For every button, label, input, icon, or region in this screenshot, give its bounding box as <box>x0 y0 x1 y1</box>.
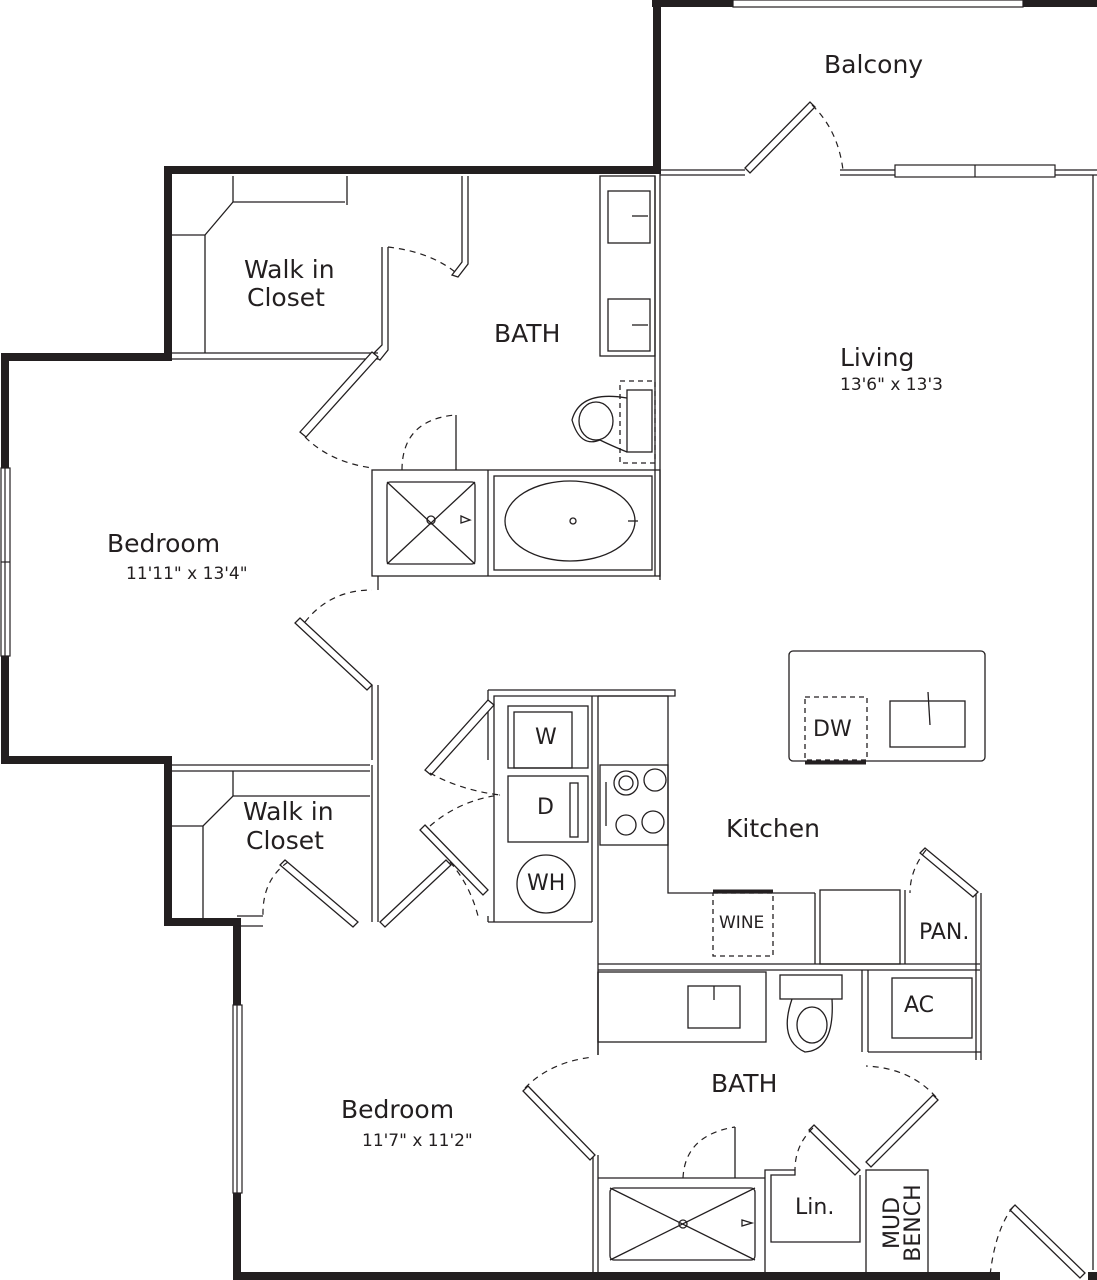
room-label-balcony: Balcony <box>824 50 924 79</box>
doors <box>279 101 1086 1279</box>
washer-label: W <box>535 725 557 750</box>
fixtures <box>386 190 986 1261</box>
kitchen-island <box>788 650 986 762</box>
bench-label: BENCH <box>901 1184 926 1262</box>
dishwasher-label: DW <box>813 717 852 742</box>
shower-icon <box>386 481 476 565</box>
sink-icon <box>607 190 651 244</box>
sink-icon <box>889 700 966 748</box>
room-dims-bedroom-1: 11'11" x 13'4" <box>126 564 248 584</box>
shower-icon <box>609 1187 756 1261</box>
room-label-bedroom-1: Bedroom <box>107 529 221 558</box>
room-label-living: Living <box>840 343 915 372</box>
pantry-label: PAN. <box>919 920 970 945</box>
dryer-label: D <box>537 795 554 820</box>
door-swings <box>262 104 1014 1277</box>
room-label-bedroom-2: Bedroom <box>341 1095 455 1124</box>
room-label-closet-1-line1: Walk in <box>244 255 335 284</box>
water-heater-label: WH <box>527 871 566 896</box>
interior-walls <box>172 169 1097 1277</box>
room-dims-bedroom-2: 11'7" x 11'2" <box>362 1131 473 1151</box>
room-label-closet-2-line1: Walk in <box>243 797 334 826</box>
wine-label: WINE <box>719 913 765 933</box>
room-label-closet-1-line2: Closet <box>247 283 325 312</box>
toilet-icon <box>578 401 614 441</box>
sink-icon <box>607 298 651 352</box>
room-label-kitchen: Kitchen <box>726 814 820 843</box>
room-label-closet-2-line2: Closet <box>246 826 324 855</box>
room-dims-living: 13'6" x 13'3 <box>840 375 943 395</box>
water-heater-icon <box>516 854 576 914</box>
ac-label: AC <box>904 993 935 1018</box>
room-label-bath-2: BATH <box>711 1069 778 1098</box>
windows <box>0 0 1056 1194</box>
linen-label: Lin. <box>795 1195 835 1220</box>
room-label-master-bath: BATH <box>494 319 561 348</box>
